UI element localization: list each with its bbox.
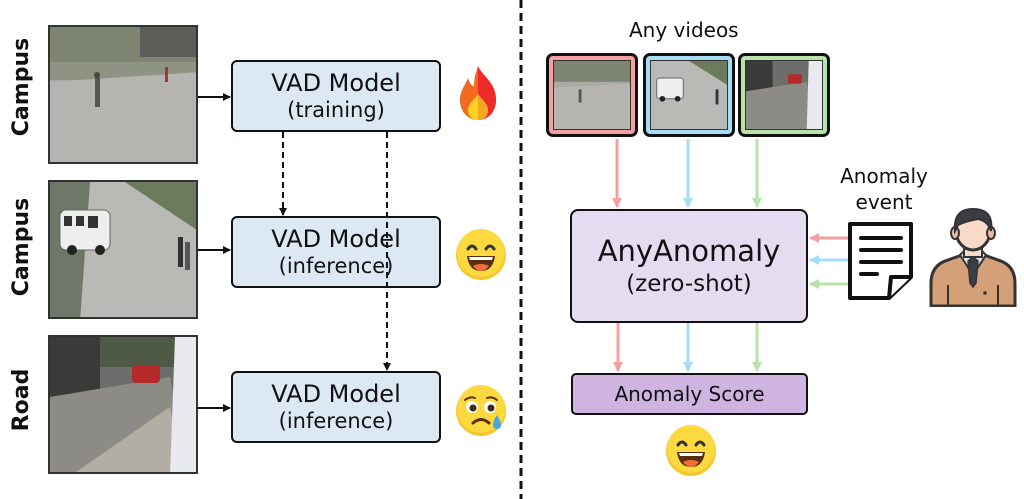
road-thumb-image <box>746 61 822 129</box>
grinning-face-icon <box>455 229 507 285</box>
vad-model-title: VAD Model <box>271 225 401 253</box>
anomaly-score-box: Anomaly Score <box>571 373 808 415</box>
campus-scene-image-2 <box>50 182 196 317</box>
vad-model-mode: (inference) <box>278 409 394 433</box>
anomaly-event-label: Anomaly event <box>832 163 936 215</box>
scene-label-road: Road <box>9 368 34 432</box>
vad-model-inference-box-2: VAD Model (inference) <box>231 371 441 443</box>
vad-model-title: VAD Model <box>271 380 401 408</box>
campus-scene-image-1 <box>50 27 196 162</box>
fire-icon <box>456 64 500 126</box>
vad-model-mode: (training) <box>287 98 385 122</box>
anyanomaly-title: AnyAnomaly <box>597 234 781 268</box>
scene-label-campus-2: Campus <box>9 197 34 297</box>
any-videos-title: Any videos <box>629 18 739 42</box>
person-icon <box>928 203 1018 311</box>
crying-face-icon <box>455 385 507 441</box>
anyanomaly-model-box: AnyAnomaly (zero-shot) <box>570 209 808 323</box>
anomaly-event-line1: Anomaly <box>840 164 928 188</box>
video-thumb-green <box>738 53 830 137</box>
document-icon <box>847 221 917 305</box>
campus-thumb-image-2 <box>651 61 727 129</box>
vad-model-training-box: VAD Model (training) <box>231 60 441 132</box>
video-frame-campus-2 <box>48 180 198 319</box>
video-thumb-red <box>546 53 638 137</box>
video-frame-campus-1 <box>48 25 198 164</box>
vad-model-mode: (inference) <box>278 254 394 278</box>
output-grinning-face-icon <box>665 425 717 481</box>
road-scene-image <box>50 337 196 472</box>
anyanomaly-mode: (zero-shot) <box>626 271 752 297</box>
video-frame-road <box>48 335 198 474</box>
vad-model-title: VAD Model <box>271 69 401 97</box>
video-thumb-blue <box>643 53 735 137</box>
vad-model-inference-box-1: VAD Model (inference) <box>231 216 441 288</box>
campus-thumb-image-1 <box>554 61 630 129</box>
scene-label-campus-1: Campus <box>9 37 34 137</box>
anomaly-score-label: Anomaly Score <box>614 382 765 406</box>
anomaly-event-line2: event <box>855 190 913 214</box>
